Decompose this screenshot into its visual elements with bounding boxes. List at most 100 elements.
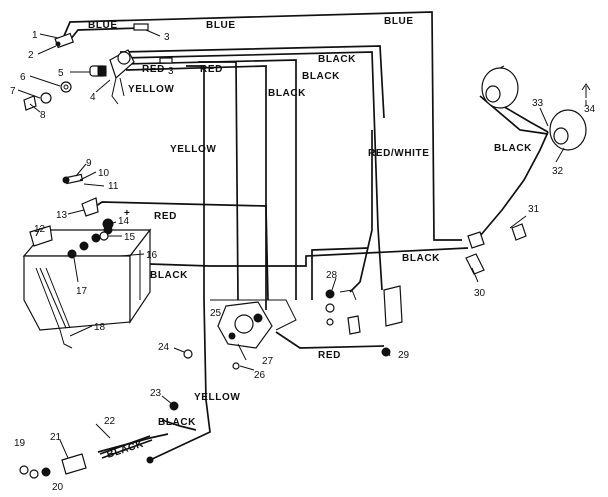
part-number-2: 2 <box>28 50 34 61</box>
nut-28 <box>325 289 335 299</box>
socket-30 <box>465 253 485 275</box>
starter-solenoid <box>217 301 273 349</box>
nut-29 <box>381 347 391 357</box>
black-wire-lower <box>311 247 369 300</box>
part-number-17: 17 <box>76 286 88 297</box>
red-battery-cable <box>95 201 269 301</box>
wire-label-black-3: BLACK <box>268 88 306 99</box>
part-number-31: 31 <box>528 204 540 215</box>
part-number-9: 9 <box>86 158 92 169</box>
wire-label-blue-1: BLUE <box>88 20 118 31</box>
bar-22b <box>101 439 153 459</box>
leader-lines <box>17 29 587 459</box>
part-number-21: 21 <box>50 432 62 443</box>
part-number-26: 26 <box>254 370 266 381</box>
wire-label-red-1: RED <box>142 64 165 75</box>
wire-label-black-1: BLACK <box>318 54 356 65</box>
part-number-19: 19 <box>14 438 26 449</box>
key-switch <box>109 49 135 105</box>
connector-31b <box>511 223 527 241</box>
part-number-12: 12 <box>34 224 46 235</box>
harness-31 <box>479 131 549 237</box>
harness-wire-3 <box>123 59 297 300</box>
black-bottom-lead <box>97 433 169 453</box>
terminal-22 <box>146 456 154 464</box>
washer-6-hole <box>63 84 69 90</box>
red-solenoid-lead <box>275 331 385 349</box>
wire-label-blue-2: BLUE <box>206 20 236 31</box>
connector-clip <box>347 315 361 335</box>
terminal-boot-14 <box>102 218 114 230</box>
part-number-10: 10 <box>98 168 110 179</box>
part-number-3b: 3 <box>168 66 174 77</box>
light-switch <box>89 65 107 77</box>
wire-label-red-3: RED <box>154 211 177 222</box>
nut-20 <box>41 467 51 477</box>
washer-19b <box>29 469 39 479</box>
part-number-30: 30 <box>474 288 486 299</box>
headlight-right <box>549 109 587 151</box>
part-number-33: 33 <box>532 98 544 109</box>
part-number-4: 4 <box>90 92 96 103</box>
part-number-20: 20 <box>52 482 64 493</box>
wire-label-black-7: BLACK <box>158 417 196 428</box>
part-number-3a: 3 <box>164 32 170 43</box>
part-number-1: 1 <box>32 30 38 41</box>
part-number-15: 15 <box>124 232 136 243</box>
wire-label-red-4: RED <box>318 350 341 361</box>
solenoid-bracket <box>210 299 297 331</box>
harness-wire-1 <box>119 45 385 119</box>
wire-label-black-5: BLACK <box>150 270 188 281</box>
part-number-8: 8 <box>40 110 46 121</box>
part-number-7: 7 <box>10 86 16 97</box>
part-number-25: 25 <box>210 308 222 319</box>
washer-6 <box>60 81 72 93</box>
blue-wire-lower <box>69 27 141 41</box>
part-number-11: 11 <box>108 181 119 192</box>
part-number-23: 23 <box>150 388 162 399</box>
wire-label-yellow-1: YELLOW <box>128 84 174 95</box>
battery-caps <box>67 225 113 259</box>
wire-label-red-2: RED <box>200 64 223 75</box>
part-number-18: 18 <box>94 322 106 333</box>
part-number-16: 16 <box>146 250 158 261</box>
red-wire-main <box>198 61 239 301</box>
headlight-wire-1 <box>495 101 549 133</box>
wire-label-black-4: BLACK <box>494 143 532 154</box>
washer-28c <box>326 318 334 326</box>
part-number-29: 29 <box>398 350 410 361</box>
battery-strap-18 <box>59 329 73 349</box>
black-bottom-lead-2 <box>161 419 197 431</box>
bulb-34 <box>581 83 591 98</box>
washer-28b <box>325 303 335 313</box>
battery-bolt <box>62 173 84 185</box>
part-number-6: 6 <box>20 72 26 83</box>
wire-label-black-8: BLACK <box>106 439 146 461</box>
part-number-27: 27 <box>262 356 274 367</box>
wire-label-yellow-2: YELLOW <box>170 144 216 155</box>
hold-down-12 <box>29 225 53 247</box>
fuse-holder <box>383 285 403 327</box>
part-number-14: 14 <box>118 216 130 227</box>
part-number-13: 13 <box>56 210 68 221</box>
part-number-22: 22 <box>104 416 116 427</box>
cable-clamp-13 <box>81 197 99 217</box>
bar-22 <box>99 435 151 455</box>
washer-19a <box>19 465 29 475</box>
part-number-32: 32 <box>552 166 564 177</box>
nut-7 <box>40 92 52 104</box>
red-white-wire <box>349 130 373 293</box>
inline-connector-3b <box>159 57 173 64</box>
nut-24 <box>183 349 193 359</box>
switch-21 <box>61 453 87 475</box>
connector-31a <box>467 231 485 249</box>
part-number-34: 34 <box>584 104 596 115</box>
headlight-wire-2 <box>479 95 549 135</box>
yellow-wire <box>149 65 211 461</box>
part-number-24: 24 <box>158 342 170 353</box>
wire-label-yellow-3: YELLOW <box>194 392 240 403</box>
inline-connector-3a <box>133 23 149 31</box>
part-number-5: 5 <box>58 68 64 79</box>
terminal-15 <box>99 231 109 241</box>
